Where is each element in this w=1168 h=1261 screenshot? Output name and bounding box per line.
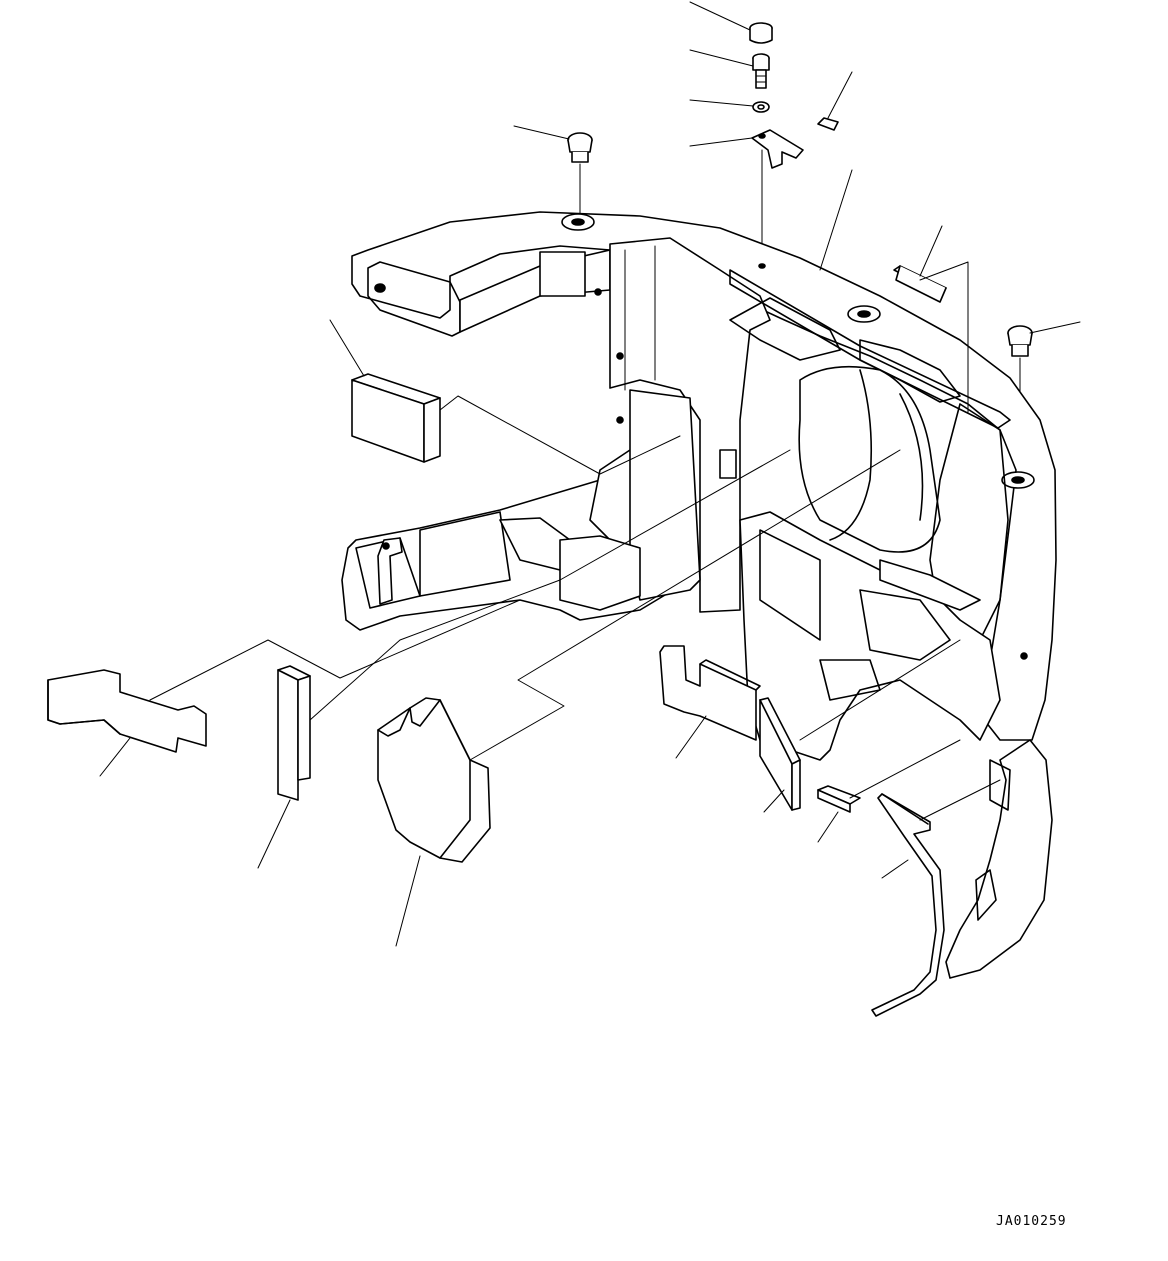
foam-block-upper-left bbox=[329, 319, 681, 475]
foam-cross-block bbox=[377, 449, 901, 947]
rear-cover bbox=[341, 211, 1057, 979]
drawing-code: JA010259 bbox=[996, 1214, 1067, 1229]
foam-pad-slanted bbox=[759, 639, 961, 813]
cover-leader bbox=[819, 169, 853, 271]
clip-left bbox=[513, 125, 593, 219]
cap-nut bbox=[689, 1, 773, 44]
bolt bbox=[689, 49, 770, 89]
mounting-bracket bbox=[689, 129, 804, 169]
foam-bracket-left bbox=[47, 599, 521, 777]
foam-strip-vertical bbox=[257, 449, 791, 869]
seal-strip-long bbox=[871, 779, 1001, 1017]
foam-hook-pad bbox=[659, 645, 761, 759]
washer bbox=[689, 99, 770, 113]
small-foam-piece bbox=[817, 739, 961, 843]
small-pad bbox=[817, 71, 853, 131]
seal-strip-top bbox=[893, 225, 969, 413]
